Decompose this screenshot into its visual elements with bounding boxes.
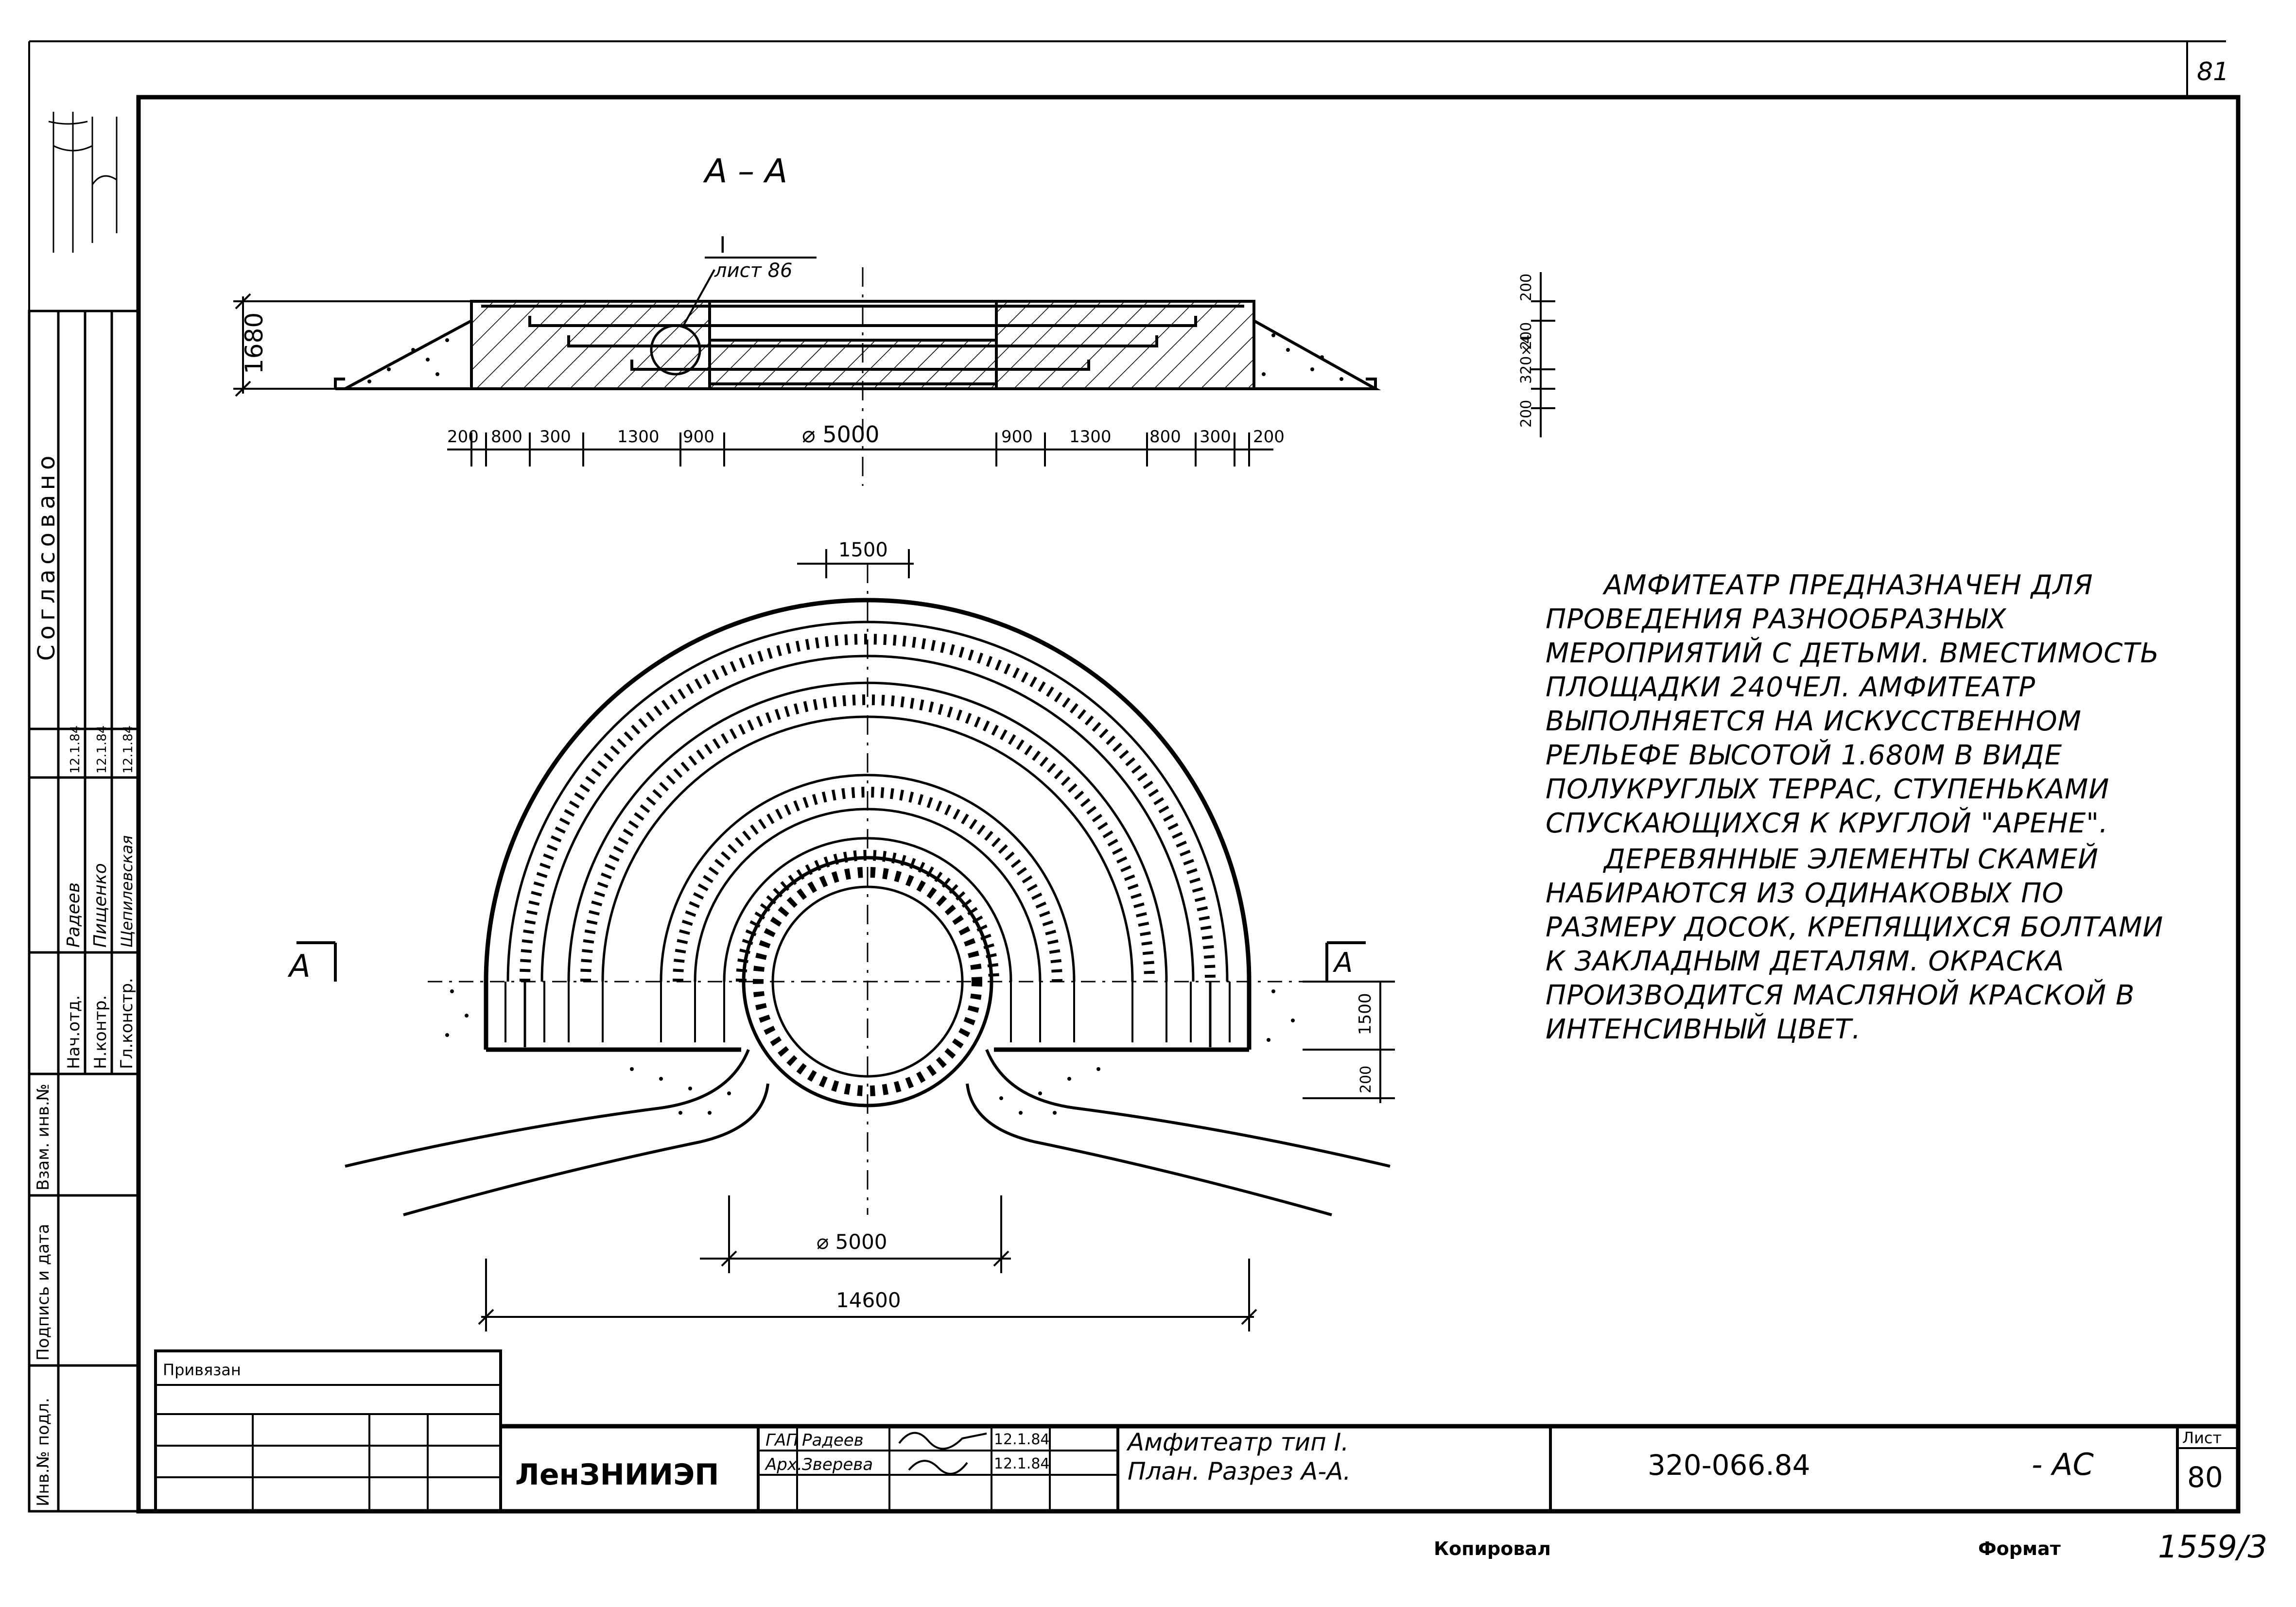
side-label-inv: Инв.№ подл. [34,1398,53,1506]
plan-dots [445,989,1295,1115]
stamp-mark [48,112,118,253]
approval-date-3: 12.1.84 [121,726,136,774]
corner-number: 81 [2197,57,2229,86]
plan-top-dim-label: 1500 [838,539,888,561]
section-right-dims [1531,272,1555,437]
cut-mark-left [296,941,337,982]
note-paragraph-1: Амфитеатр предназначен для проведения ра… [1546,570,2159,839]
bound-label: Привязан [163,1361,241,1379]
name-arch: Зверева [802,1455,873,1474]
section-dots [367,333,1343,383]
section-height-dim [233,293,471,397]
section-bottom-dim-5: 900 [683,427,714,447]
callout-ref: лист 86 [714,259,792,282]
section-bottom-dim-4: 1300 [617,427,660,447]
section-right-dim-1: 200 [1518,274,1535,301]
approval-label: Согласовано [33,451,60,661]
signature-2 [908,1460,968,1475]
section-bottom-dim-9: 800 [1149,427,1181,447]
drawing-title-line2: План. Разрез А-А. [1128,1457,1351,1486]
plan-overall-dim [478,1259,1257,1331]
side-label-sign: Подпись и дата [34,1224,53,1361]
section-bottom-dim-1: 200 [447,427,479,447]
section-right-dim-3: 200 [1518,322,1535,350]
section-title: А – А [703,152,787,190]
title-block-grid [154,1349,2238,1513]
section-height-label: 1680 [240,312,268,374]
section-bottom-dim-8: 1300 [1069,427,1112,447]
section-bottom-dim-2: 800 [491,427,522,447]
role-gap: ГАП [765,1431,799,1450]
plan-top-dim [797,549,914,578]
callout-mark: I [719,232,726,258]
date-gap: 12.1.84 [994,1431,1050,1448]
date-arch: 12.1.84 [994,1455,1050,1472]
name-gap: Радеев [802,1431,864,1450]
section-bottom-dim-11: 200 [1253,427,1285,447]
approval-role-2: Н.контр. [91,995,110,1069]
document-code: 320-066.84 [1648,1449,1810,1482]
callout-leader [682,269,715,327]
approval-date-2: 12.1.84 [95,726,109,774]
plan-right-dims [1303,981,1395,1103]
plan-overall-dim-label: 14600 [836,1288,901,1312]
plan-arena-dim-label: ⌀ 5000 [817,1230,887,1254]
plan-arena [742,856,993,1107]
section-bottom-dim-10: 300 [1200,427,1231,447]
format-value: 1559/3 [2158,1529,2267,1565]
sheet-number: 80 [2187,1461,2223,1494]
section-profile [334,300,1381,390]
section-bottom-dim-6: ⌀ 5000 [802,421,879,448]
cut-mark-left-label: А [287,949,311,985]
section-right-dim-4: 200 [1518,400,1535,428]
cut-mark-right [1325,941,1366,982]
drawing-title-line1: Амфитеатр тип I. [1126,1428,1349,1456]
plan-right-dim-1: 1500 [1356,993,1375,1035]
explanatory-note: Амфитеатр предназначен для проведения ра… [1546,569,2182,1047]
section-bottom-dims [447,432,1273,467]
approval-date-1: 12.1.84 [68,726,83,774]
side-label-replace: Взам. инв.№ [34,1084,53,1191]
note-paragraph-2: Деревянные элементы скамей набираются из… [1546,844,2164,1045]
document-mark: - АС [2032,1447,2094,1482]
approval-name-2: Пищенко [90,863,110,948]
signature-1 [898,1432,987,1450]
plan-ground [345,1049,1391,1216]
plan-right-dim-2: 200 [1357,1066,1374,1093]
section-bottom-dim-7: 900 [1001,427,1033,447]
sheet-label: Лист [2182,1429,2222,1447]
section-bottom-dim-3: 300 [539,427,571,447]
cut-mark-right-label: А [1333,947,1353,979]
copied-label: Копировал [1434,1538,1551,1559]
approval-role-3: Гл.констр. [117,978,137,1069]
role-arch: Арх. [765,1455,802,1474]
plan-arena-dim [700,1195,1011,1273]
callout-circle [650,324,701,376]
approval-strip [28,310,140,1513]
approval-role-1: Нач.отд. [64,995,84,1069]
org-name: ЛенЗНИИЭП [515,1458,719,1492]
plan-outline [428,598,1312,1052]
approval-name-1: Радеев [64,882,84,948]
section-right-dim-2: 320×4 [1518,335,1535,384]
approval-name-3: Щепилевская [118,835,136,948]
format-label: Формат [1978,1538,2061,1559]
